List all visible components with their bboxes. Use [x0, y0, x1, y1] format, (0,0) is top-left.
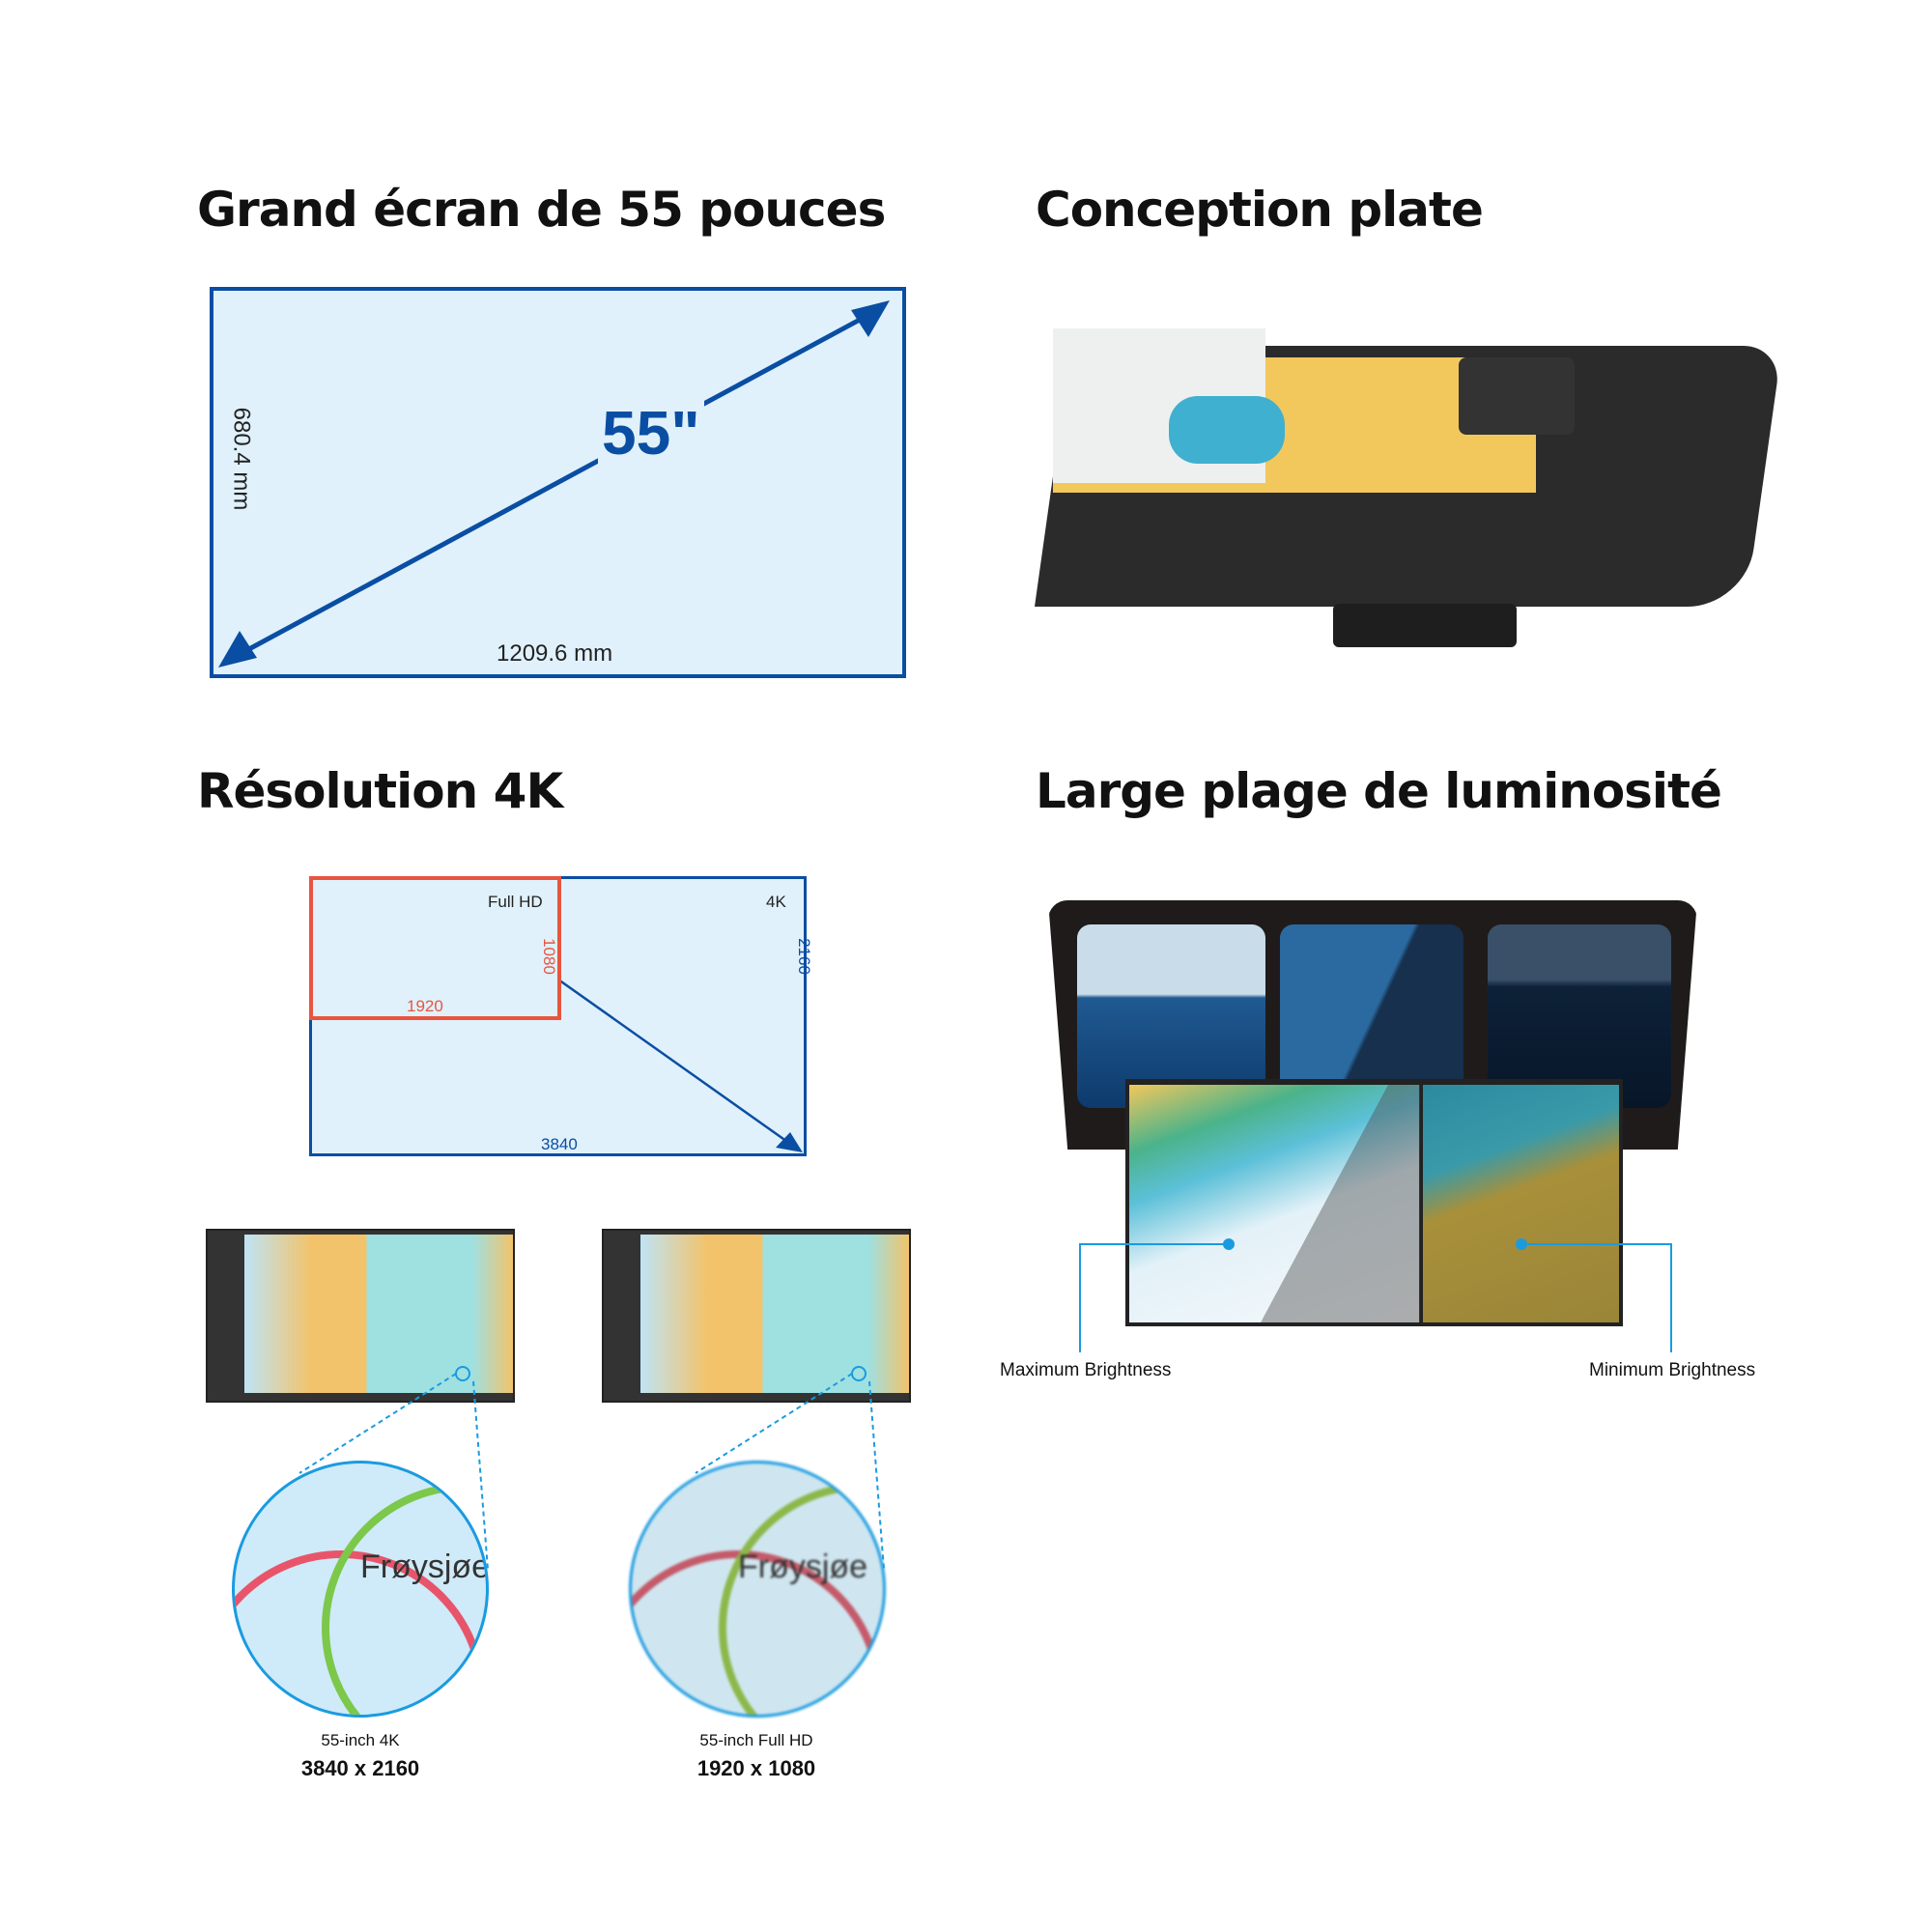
- scale-arrow: [557, 978, 803, 1152]
- zoom-text-fullhd: Frøysjøe: [738, 1548, 868, 1585]
- title-flat-design: Conception plate: [1036, 182, 1484, 238]
- min-brightness-label: Minimum Brightness: [1589, 1360, 1756, 1380]
- flat-display-photo: [1035, 328, 1782, 657]
- value-4k: 3840 x 2160: [300, 1756, 420, 1780]
- value-fullhd: 1920 x 1080: [696, 1756, 816, 1780]
- diagonal-arrow: [218, 300, 890, 668]
- fullhd-width: 1920: [407, 997, 443, 1015]
- resolution-diagram: Full HD 4K 1080 2160 1920 3840: [309, 876, 813, 1156]
- max-brightness-label: Maximum Brightness: [1000, 1360, 1172, 1380]
- caption-4k: 55-inch 4K: [321, 1731, 400, 1749]
- fullhd-box: [309, 876, 561, 1020]
- chart-screenshot-4k: [206, 1229, 515, 1403]
- fullhd-label: Full HD: [488, 893, 543, 911]
- diagonal-label: 55": [598, 397, 704, 469]
- width-label: 1209.6 mm: [497, 640, 613, 667]
- caption-fullhd: 55-inch Full HD: [699, 1731, 813, 1749]
- chart-screenshot-fullhd: [602, 1229, 911, 1403]
- brightness-chart-display: [1125, 1079, 1623, 1326]
- keypad: [1459, 357, 1575, 435]
- control-panel: [1333, 604, 1517, 647]
- zoom-circle-4k: Frøysjøe: [232, 1461, 489, 1718]
- k4-width: 3840: [541, 1135, 578, 1153]
- title-brightness: Large plage de luminosité: [1036, 763, 1722, 819]
- zoom-text-4k: Frøysjøe: [360, 1548, 489, 1585]
- title-screen-size: Grand écran de 55 pouces: [197, 182, 886, 238]
- title-resolution: Résolution 4K: [197, 763, 563, 819]
- screen-size-diagram: 55" 680.4 mm 1209.6 mm: [210, 287, 906, 678]
- zoom-circle-fullhd: Frøysjøe: [629, 1461, 886, 1718]
- k4-label: 4K: [766, 893, 786, 911]
